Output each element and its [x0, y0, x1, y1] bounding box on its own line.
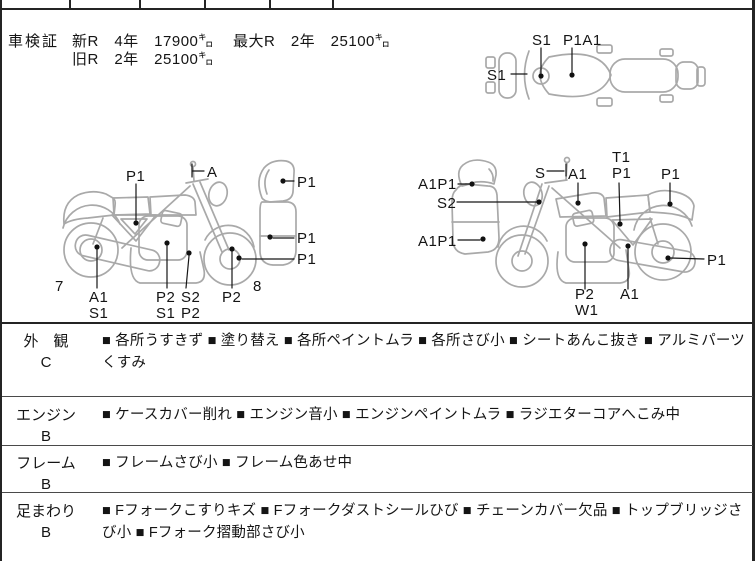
bike-top-view: S1 S1 P1A1 — [485, 32, 706, 107]
diagram-label: P1 — [297, 230, 316, 247]
border-left — [0, 0, 2, 561]
section-divider — [2, 445, 753, 447]
bike-right-view: A1P1 S2 A1P1 S A1 T1 P1 P1 P1 P2 W1 A1 — [418, 149, 726, 319]
section-items: ■ フレームさび小 ■ フレーム色あせ中 — [102, 455, 353, 471]
section-items: ■ 各所うすきず ■ 塗り替え ■ 各所ペイントムラ ■ 各所さび小 ■ シート… — [102, 333, 745, 371]
border-right — [752, 0, 755, 561]
diagram-label: A1 — [620, 286, 639, 303]
diagram-label: A1 — [89, 289, 108, 306]
diagram-label: S2 — [181, 289, 200, 306]
section-grade: B — [40, 428, 51, 445]
diagram-label: P1 — [297, 174, 316, 191]
diagram-label: P1 — [612, 165, 631, 182]
section-items: ■ Fフォークこすりキズ ■ Fフォークダストシールひび ■ チェーンカバー欠品… — [102, 503, 743, 541]
diagram-label: 8 — [253, 278, 262, 295]
diagram-label: S1 — [532, 32, 551, 49]
diagram-label: A1P1 — [418, 176, 457, 193]
diagram-label: P2 — [181, 305, 200, 322]
diagram-label: P2 — [156, 289, 175, 306]
section-grade: C — [40, 354, 52, 371]
diagram-label: A1 — [568, 166, 587, 183]
section-divider — [2, 492, 753, 494]
shaken-label: 車検証 — [8, 33, 60, 50]
header-divider — [139, 0, 141, 9]
section-grade: B — [40, 524, 51, 541]
shaken-max-reg: 最大R 2年 25100㌔ — [233, 33, 391, 50]
section-divider — [2, 396, 753, 398]
diagram-label: P2 — [222, 289, 241, 306]
diagram-label: P1 — [661, 166, 680, 183]
header-divider — [69, 0, 71, 9]
shaken-old-reg: 旧R 2年 25100㌔ — [72, 51, 214, 68]
damage-diagram: S1 S1 P1A1 — [55, 32, 726, 322]
header-divider — [204, 0, 206, 9]
diagram-label: W1 — [575, 302, 599, 319]
section-items: ■ ケースカバー削れ ■ エンジン音小 ■ エンジンペイントムラ ■ ラジエター… — [102, 407, 681, 423]
diagram-label: P1 — [707, 252, 726, 269]
shaken-new-reg: 新R 4年 17900㌔ — [72, 33, 214, 50]
diagram-label: S1 — [156, 305, 175, 322]
diagram-label: S2 — [437, 195, 456, 212]
diagram-label: P1 — [297, 251, 316, 268]
diagram-label: P2 — [575, 286, 594, 303]
bike-left-view: P1 A P1 P1 P1 7 A1 S1 P2 S1 S2 P2 P2 8 — [55, 159, 316, 322]
header-bottom-border — [0, 8, 755, 11]
diagram-label: S1 — [487, 67, 506, 84]
diagram-label: S — [535, 165, 546, 182]
diagram-label: T1 — [612, 149, 631, 166]
sections-top-border — [0, 322, 755, 325]
diagram-label: A — [207, 164, 218, 181]
header-divider — [332, 0, 335, 9]
section-grade: B — [40, 476, 51, 493]
header-divider — [269, 0, 271, 9]
diagram-label: P1A1 — [563, 32, 602, 49]
diagram-label: A1P1 — [418, 233, 457, 250]
diagram-label: P1 — [126, 168, 145, 185]
diagram-label: 7 — [55, 278, 64, 295]
diagram-label: S1 — [89, 305, 108, 322]
